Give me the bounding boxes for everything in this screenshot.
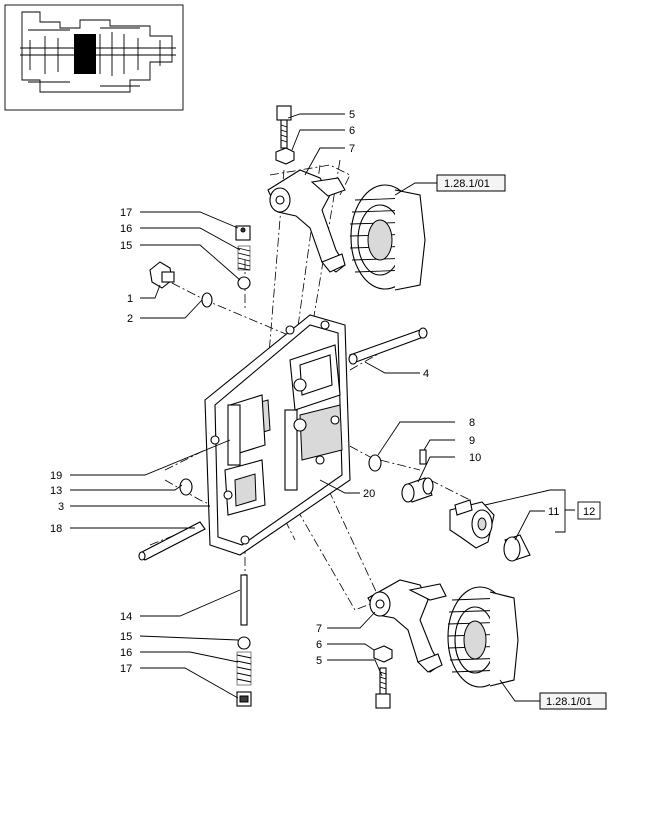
callout-6-top: 6 [349,125,355,137]
ref-top-label[interactable]: 1.28.1/01 [444,178,490,190]
callout-19: 19 [50,470,62,482]
bottom-plug [236,691,252,707]
top-ball [237,276,251,290]
bottom-gear [447,586,519,688]
bottom-spring [236,651,252,686]
o-ring-top [201,292,213,308]
callout-6-bottom: 6 [316,639,322,651]
top-shift-fork [267,169,346,273]
callout-18: 18 [50,523,62,535]
callout-9: 9 [469,435,475,447]
o-ring-left [179,478,193,496]
top-bolt [276,105,292,149]
bottom-shift-fork [367,579,447,673]
top-spring [237,245,251,271]
leader-lines [70,113,575,702]
bush-10 [401,477,434,503]
bottom-bolt [375,667,391,709]
callout-17-top: 17 [120,207,132,219]
callouts: 5 6 7 17 16 15 1 2 4 8 9 10 11 12 19 13 … [50,109,601,675]
callout-15-bottom: 15 [120,631,132,643]
selector-housing [204,314,351,556]
locator-thumbnail [4,4,184,111]
pin-14 [240,574,248,626]
reference-link-top[interactable]: 1.28.1/01 [436,174,506,192]
callout-14: 14 [120,611,132,623]
callout-8: 8 [469,417,475,429]
callout-12: 12 [583,506,595,518]
callout-3: 3 [58,501,64,513]
reference-link-bottom[interactable]: 1.28.1/01 [539,692,607,710]
callout-7-top: 7 [349,143,355,155]
callout-4: 4 [423,368,429,380]
callout-11: 11 [548,506,559,518]
callout-2: 2 [127,313,133,325]
callout-7-bottom: 7 [316,623,322,635]
callout-16-top: 16 [120,223,132,235]
pin-9 [419,449,427,465]
callout-10: 10 [469,452,481,464]
top-gear [349,184,426,291]
top-plug [235,225,251,241]
bush-11 [503,534,531,562]
bottom-ball [237,636,251,650]
callout-5-top: 5 [349,109,355,121]
callout-1: 1 [127,293,133,305]
lever-12 [449,499,495,549]
callout-5-bottom: 5 [316,655,322,667]
rod-18 [138,521,206,561]
top-washer [275,147,295,165]
breather-plug [149,261,175,289]
bottom-washer [373,645,393,663]
selector-rod-upper [348,327,428,365]
callout-20: 20 [363,488,375,500]
callout-15-top: 15 [120,240,132,252]
highlight-block [74,34,96,74]
callout-12-box [577,501,601,520]
callout-16-bottom: 16 [120,647,132,659]
o-ring-right [368,454,382,472]
callout-13: 13 [50,485,62,497]
callout-17-bottom: 17 [120,663,132,675]
ref-bottom-label[interactable]: 1.28.1/01 [546,696,592,708]
